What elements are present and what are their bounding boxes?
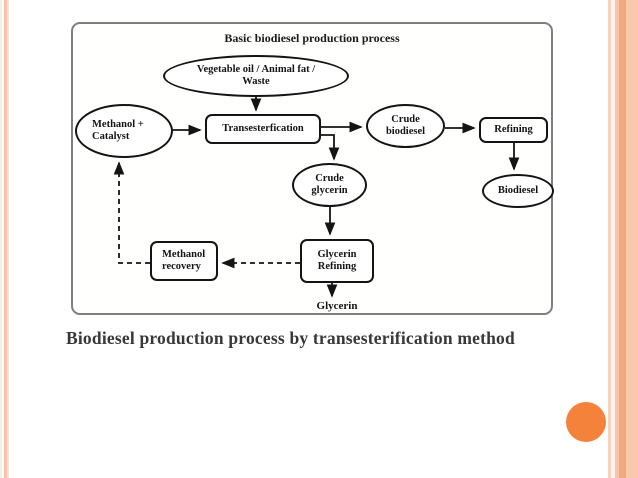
node-transesterification: Transesterfication (205, 114, 321, 144)
node-feedstock-line1: Vegetable oil / Animal fat / (196, 63, 316, 75)
arrow-transesterification-to-crude-glycerin (321, 134, 340, 161)
node-crude-glycerin-line1: Crude (315, 172, 344, 184)
node-crude-glycerin-line2: glycerin (311, 185, 348, 196)
node-feedstock: Vegetable oil / Animal fat / Waste (163, 55, 349, 97)
dashed-arrow-methanol-recovery-to-methanol-catalyst (113, 161, 150, 264)
left-edge-stripes (0, 0, 10, 478)
label-glycerin-output: Glycerin (316, 300, 358, 312)
theme-orange-circle (566, 402, 606, 442)
node-glycerin-refining: Glycerin Refining (300, 239, 374, 283)
flowchart-frame: Basic biodiesel production process Veget… (71, 22, 554, 315)
node-crude-biodiesel: Crude biodiesel (366, 104, 445, 148)
node-crude-glycerin: Crude glycerin (292, 163, 367, 207)
node-transesterification-label: Transesterfication (222, 122, 304, 134)
node-refining: Refining (479, 117, 548, 143)
node-glycerin-refining-line1: Glycerin (317, 248, 357, 260)
node-biodiesel: Biodiesel (482, 174, 554, 208)
node-methanol-catalyst-line1: Methanol + (92, 118, 144, 130)
right-edge-stripes (608, 0, 638, 478)
node-methanol-catalyst-line2: Catalyst (92, 131, 130, 142)
flowchart-connectors (113, 97, 520, 298)
node-biodiesel-label: Biodiesel (497, 184, 539, 196)
node-methanol-recovery-line1: Methanol (162, 248, 206, 260)
node-crude-biodiesel-line2: biodiesel (385, 126, 426, 137)
slide-caption: Biodiesel production process by transest… (66, 328, 515, 348)
node-feedstock-line2: Waste (242, 76, 270, 87)
diagram-title: Basic biodiesel production process (224, 31, 400, 45)
node-methanol-recovery: Methanol recovery (150, 241, 218, 281)
node-glycerin-refining-line2: Refining (317, 261, 357, 272)
node-crude-biodiesel-line1: Crude (391, 113, 420, 125)
node-methanol-recovery-line2: recovery (162, 261, 201, 272)
node-refining-label: Refining (494, 123, 533, 135)
node-methanol-catalyst: Methanol + Catalyst (75, 104, 173, 158)
